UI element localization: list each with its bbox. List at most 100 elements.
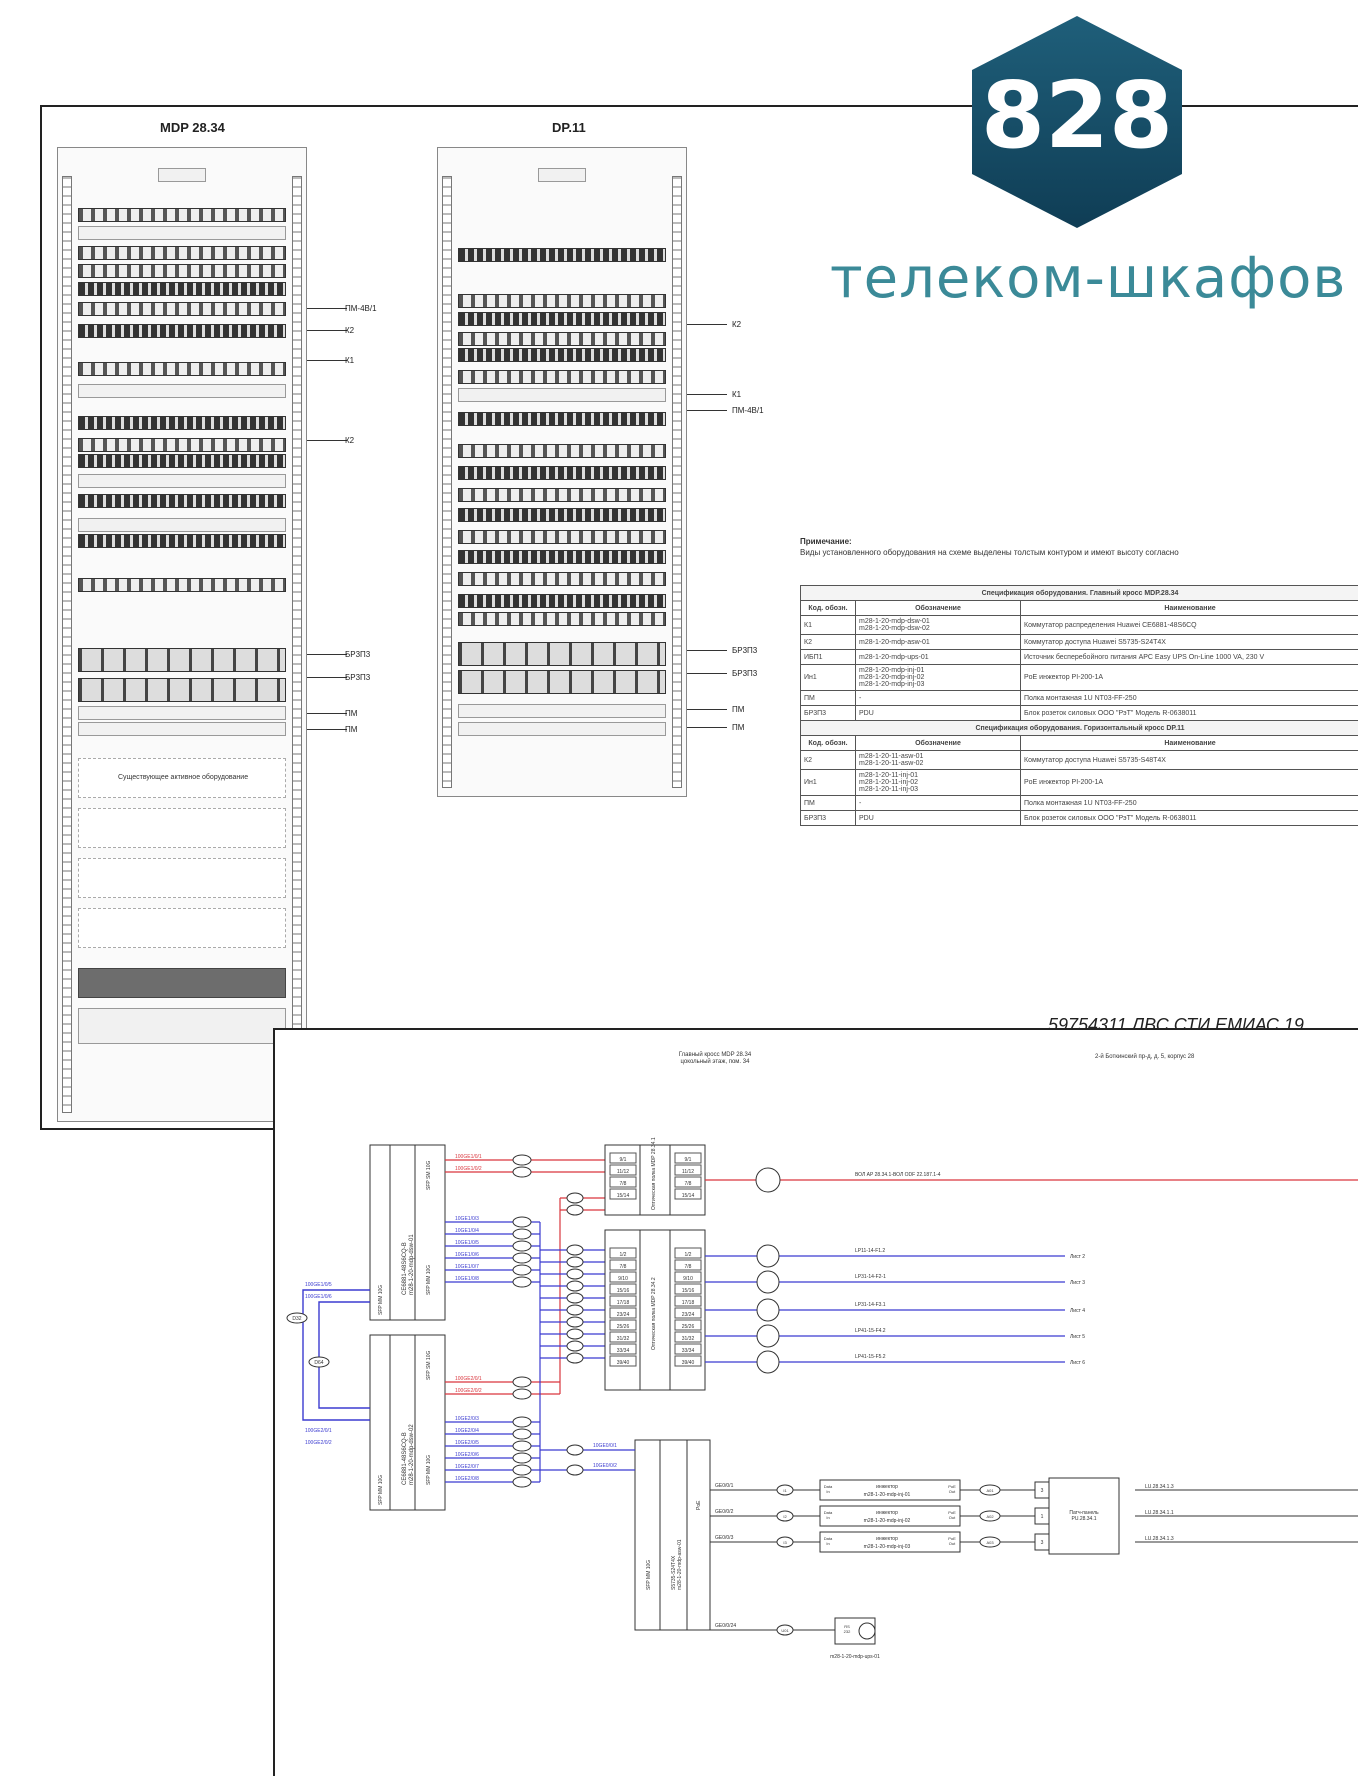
link-circle [566, 1464, 584, 1476]
blue-out-label: LP31-14-F2-1 [855, 1274, 886, 1280]
panel-port-label: 15/16 [617, 1288, 630, 1294]
logo-hexagon: 828 [972, 16, 1182, 228]
link-circle [512, 1240, 532, 1252]
access-in-port: 10GE0/0/1 [593, 1443, 617, 1449]
patch-out-label: LU.28.34.1.1 [1145, 1510, 1174, 1516]
link-circle [512, 1464, 532, 1476]
panel-port [674, 1188, 702, 1200]
link-circle [776, 1484, 794, 1496]
injector-box [819, 1505, 961, 1527]
patch-port-label: 1 [1041, 1514, 1044, 1520]
uplink-loop [302, 1289, 370, 1421]
port-label-top: 100GE1/0/2 [455, 1166, 482, 1172]
link-circle [566, 1316, 584, 1328]
port-label-sw2-top: 100GE2/0/1 [455, 1376, 482, 1382]
notes-body: Виды установленного оборудования на схем… [800, 548, 1179, 557]
link-circle [512, 1252, 532, 1264]
rack-label-r6: ПМ [732, 723, 745, 732]
panel-port [609, 1271, 637, 1283]
spec-cell: К2 [800, 634, 856, 650]
sfp-label: SFP SM 10G [426, 1351, 432, 1380]
sheet-ref: Лист 3 [1070, 1280, 1085, 1286]
spec-cell: PDU [855, 705, 1021, 721]
rack-mdp: Существующее активное оборудование [57, 147, 307, 1122]
access-switch-label: S5735-S24T4Xm28-1-20-mdp-asw-01 [671, 1539, 683, 1590]
spec-header-cell: Наименование [1020, 600, 1358, 616]
panel-port [674, 1164, 702, 1176]
port-label-mid: 10GE1/0/5 [455, 1240, 479, 1246]
spec-table: Спецификация оборудования. Главный кросс… [800, 585, 1358, 826]
link-circle [512, 1452, 532, 1464]
link-circle [512, 1476, 532, 1488]
optical-panel-1-label: Оптическая полка MDP 28.34.1 [651, 1137, 657, 1210]
sfp-label: SFP MM 10G [426, 1455, 432, 1485]
core-switch-box [369, 1334, 446, 1511]
spec-cell: m28-1-20-mdp-inj-01 m28-1-20-mdp-inj-02 … [855, 664, 1021, 691]
link-circle [566, 1304, 584, 1316]
panel-port [674, 1247, 702, 1259]
panel-port [674, 1152, 702, 1164]
spec-cell: ПМ [800, 690, 856, 706]
panel-port-label: 31/32 [682, 1336, 695, 1342]
panel-port [609, 1188, 637, 1200]
link-circle [286, 1312, 308, 1324]
panel-port-label: 1/2 [685, 1252, 692, 1258]
spec-header-cell: Обозначение [855, 735, 1021, 751]
port-label-sw2-top: 100GE2/0/2 [455, 1388, 482, 1394]
port-label-mid: 10GE1/0/4 [455, 1228, 479, 1234]
link-circle [566, 1444, 584, 1456]
link-circle [566, 1292, 584, 1304]
port-label-sw2-mid: 10GE2/0/8 [455, 1476, 479, 1482]
access-switch [634, 1439, 711, 1631]
link-circle [566, 1352, 584, 1364]
panel-port-label: 33/34 [682, 1348, 695, 1354]
panel-port [609, 1307, 637, 1319]
spec-header-cell: Обозначение [855, 600, 1021, 616]
rack-label-r2: ПМ-4В/1 [732, 406, 764, 415]
link-circle [512, 1166, 532, 1178]
rack-label-l5: БР3П3 [345, 673, 371, 682]
core-switch-box [369, 1144, 446, 1321]
patch-panel [1048, 1477, 1120, 1555]
panel-port-label: 11/12 [617, 1169, 629, 1175]
link-circle [566, 1280, 584, 1292]
spec-header-cell: Наименование [1020, 735, 1358, 751]
link-circle [776, 1510, 794, 1522]
spec-cell: Источник бесперебойного питания APC Easy… [1020, 649, 1358, 665]
spec-cell: Коммутатор доступа Huawei S5735-S24T4X [1020, 634, 1358, 650]
injector-box [819, 1479, 961, 1501]
link-circle [979, 1484, 1001, 1496]
port-label-mid: 10GE1/0/8 [455, 1276, 479, 1282]
link-circle [566, 1192, 584, 1204]
rack-label-r4: БР3П3 [732, 669, 758, 678]
panel-port-label: 31/32 [617, 1336, 630, 1342]
sheet-ref: Лист 5 [1070, 1334, 1085, 1340]
core-switch-label: CE6881-48S6CQ-Bm28-1-20-mdp-dsw-02 [402, 1424, 415, 1485]
port-label-sw2-left: 100GE2/0/1 [305, 1428, 332, 1434]
panel-port [674, 1319, 702, 1331]
link-circle [512, 1154, 532, 1166]
spec-cell: Ин1 [800, 769, 856, 796]
uplink-loop [318, 1301, 370, 1409]
sfp-label: SFP MM 10G [378, 1285, 384, 1315]
injector-label: m28-1-20-mdp-inj-01 [864, 1492, 911, 1498]
port-label-mid: 10GE1/0/3 [455, 1216, 479, 1222]
port-label-top: 100GE1/0/1 [455, 1154, 482, 1160]
panel-port-label: 15/14 [682, 1193, 695, 1199]
port-label-sw2-mid: 10GE2/0/3 [455, 1416, 479, 1422]
spec-cell: Коммутатор распределения Huawei CE6881-4… [1020, 615, 1358, 635]
port-label-mid: 10GE1/0/6 [455, 1252, 479, 1258]
red-uplink-label: ВОЛ AP 28.34.1-ВОЛ ODF 22.187.1-4 [855, 1172, 941, 1178]
spec-cell: Ин1 [800, 664, 856, 691]
panel-port-label: 23/24 [617, 1312, 630, 1318]
link-circle [512, 1228, 532, 1240]
panel-port-label: 39/40 [682, 1360, 695, 1366]
rack-label-l7: ПМ [345, 725, 358, 734]
blue-out-label: LP31-14-F3.1 [855, 1302, 886, 1308]
